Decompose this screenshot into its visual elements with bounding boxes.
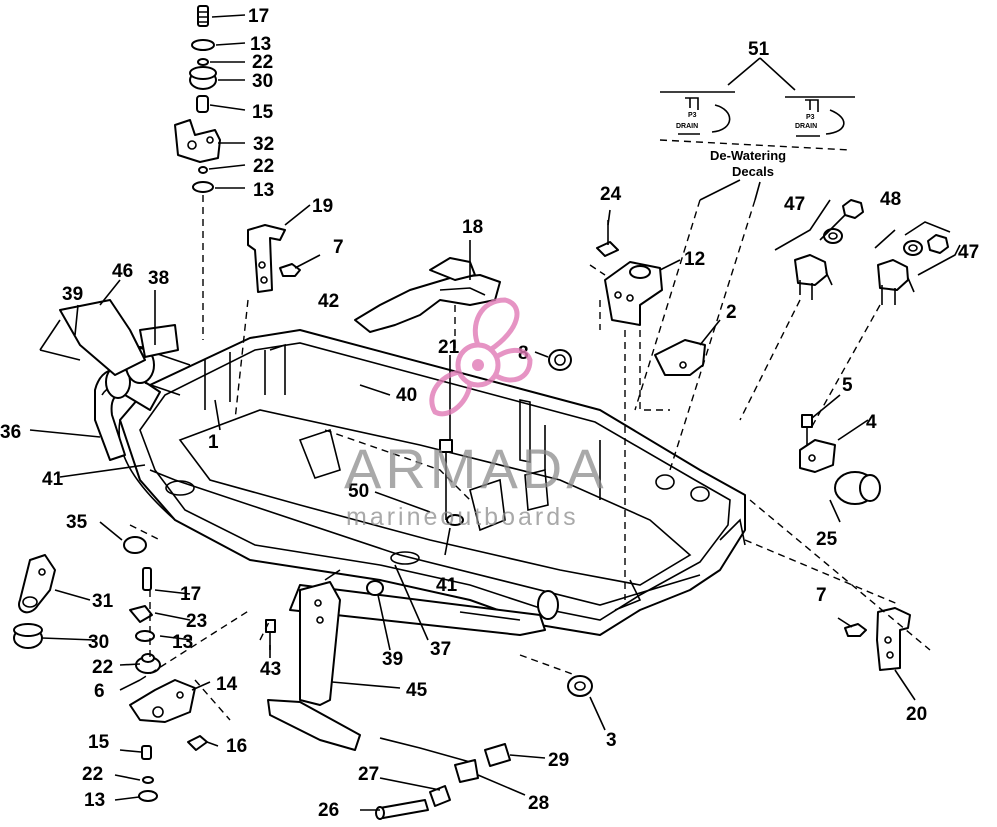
- callout-39: 39: [382, 649, 403, 670]
- callout-46: 46: [112, 261, 133, 282]
- cable-parts-26-29: [375, 737, 511, 820]
- callout-5: 5: [842, 375, 853, 396]
- callout-7: 7: [816, 585, 827, 606]
- cover-2: [654, 339, 706, 376]
- callout-38: 38: [148, 268, 169, 289]
- callout-30: 30: [252, 71, 273, 92]
- bracket-20: [744, 539, 911, 671]
- callout-23: 23: [186, 611, 207, 632]
- callout-16: 16: [226, 736, 247, 757]
- decal-small-right: P3: [806, 114, 815, 121]
- decal-small-left: P3: [688, 112, 697, 119]
- callout-47: 47: [958, 242, 979, 263]
- callout-47: 47: [784, 194, 805, 215]
- armada-watermark: ARMADA marineoutboards: [344, 297, 608, 531]
- bolt-21: [439, 439, 464, 526]
- callout-36: 36: [0, 422, 21, 443]
- callout-7: 7: [333, 237, 344, 258]
- callout-27: 27: [358, 764, 379, 785]
- callout-13: 13: [172, 632, 193, 653]
- callout-22: 22: [252, 52, 273, 73]
- callout-32: 32: [253, 134, 274, 155]
- callout-13: 13: [250, 34, 271, 55]
- mount-stack-bottom: [13, 536, 251, 802]
- callout-13: 13: [253, 180, 274, 201]
- callout-42: 42: [318, 291, 339, 312]
- callout-30: 30: [88, 632, 109, 653]
- callout-3: 3: [606, 730, 617, 751]
- watermark-brand: ARMADA: [344, 437, 608, 500]
- callout-41: 41: [42, 469, 64, 490]
- callout-31: 31: [92, 591, 114, 612]
- mount-stack-top: [174, 5, 221, 340]
- callout-28: 28: [528, 793, 549, 814]
- grommet-3: [519, 654, 593, 697]
- callout-48: 48: [880, 189, 901, 210]
- callout-13: 13: [84, 790, 105, 811]
- callout-39: 39: [62, 284, 83, 305]
- decal-group-51: DRAIN DRAIN P3 P3 De-Watering Decals: [634, 57, 961, 471]
- callout-22: 22: [92, 657, 113, 678]
- strap-46-38: [39, 299, 179, 376]
- callout-43: 43: [260, 659, 281, 680]
- callout-17: 17: [180, 584, 201, 605]
- decal-label-line2: Decals: [732, 164, 774, 179]
- arm-18: [354, 257, 501, 333]
- bracket-12: [589, 220, 663, 330]
- callout-14: 14: [216, 674, 238, 695]
- callout-45: 45: [406, 680, 428, 701]
- lower-cowl-pan: [118, 329, 746, 636]
- callout-26: 26: [318, 800, 339, 821]
- callout-41: 41: [436, 575, 458, 596]
- callout-25: 25: [816, 529, 838, 550]
- callout-15: 15: [88, 732, 110, 753]
- callout-50: 50: [348, 481, 369, 502]
- stand-45: [265, 569, 384, 751]
- watermark-tagline: marineoutboards: [346, 503, 579, 531]
- callout-4: 4: [866, 412, 877, 433]
- callout-22: 22: [82, 764, 103, 785]
- decal-drain-label-right: DRAIN: [795, 123, 817, 130]
- callout-18: 18: [462, 217, 483, 238]
- callout-17: 17: [248, 6, 269, 27]
- grommet-8: [548, 349, 572, 371]
- callout-2: 2: [726, 302, 737, 323]
- propeller-logo-icon: [429, 297, 533, 417]
- assembly-lines: [129, 305, 931, 651]
- bracket-19: [234, 224, 301, 421]
- leader-lines: [29, 14, 916, 811]
- callout-15: 15: [252, 102, 274, 123]
- callout-37: 37: [430, 639, 451, 660]
- callout-21: 21: [438, 337, 460, 358]
- callout-24: 24: [600, 184, 622, 205]
- callout-22: 22: [253, 156, 274, 177]
- callout-19: 19: [312, 196, 333, 217]
- decal-label-line1: De-Watering: [710, 148, 786, 163]
- callout-35: 35: [66, 512, 88, 533]
- callout-12: 12: [684, 249, 705, 270]
- callout-6: 6: [94, 681, 105, 702]
- callout-51: 51: [748, 39, 770, 60]
- bracket-4-5-cap-25: [799, 414, 881, 505]
- callout-40: 40: [396, 385, 417, 406]
- callout-29: 29: [548, 750, 569, 771]
- callout-20: 20: [906, 704, 927, 725]
- callout-1: 1: [208, 432, 219, 453]
- decal-drain-label-left: DRAIN: [676, 123, 698, 130]
